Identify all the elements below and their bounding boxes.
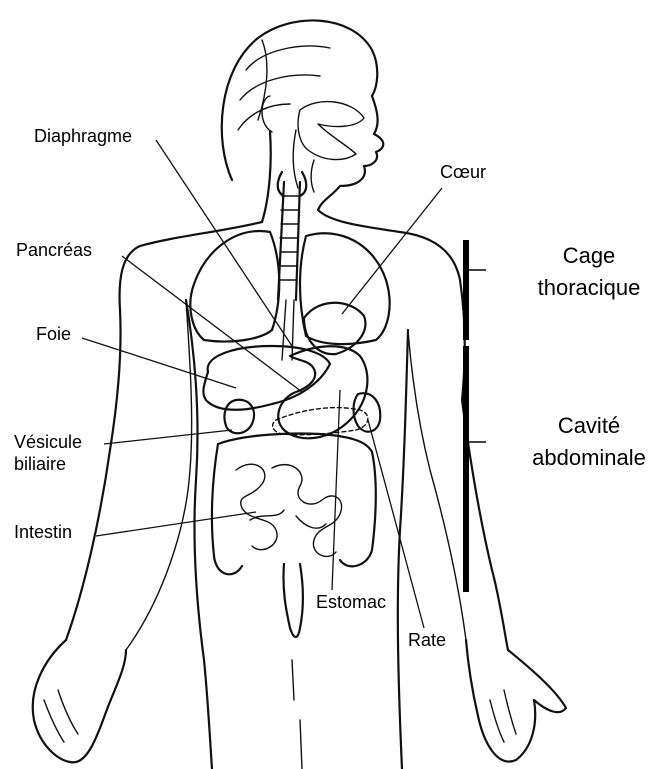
region-cage-line1: Cage (514, 240, 664, 272)
region-cavite-abdominale: Cavité abdominale (514, 410, 664, 474)
label-diaphragme: Diaphragme (34, 126, 132, 146)
label-estomac: Estomac (316, 592, 386, 612)
label-foie: Foie (36, 324, 71, 344)
label-pancreas: Pancréas (16, 240, 92, 260)
region-cage-thoracique: Cage thoracique (514, 240, 664, 304)
label-intestin: Intestin (14, 522, 72, 542)
label-vesicule-1: Vésicule (14, 432, 82, 452)
label-vesicule-2: biliaire (14, 454, 66, 474)
label-coeur: Cœur (440, 162, 486, 182)
region-cavite-line1: Cavité (514, 410, 664, 442)
region-cavite-line2: abdominale (514, 442, 664, 474)
label-rate: Rate (408, 630, 446, 650)
region-cage-line2: thoracique (514, 272, 664, 304)
